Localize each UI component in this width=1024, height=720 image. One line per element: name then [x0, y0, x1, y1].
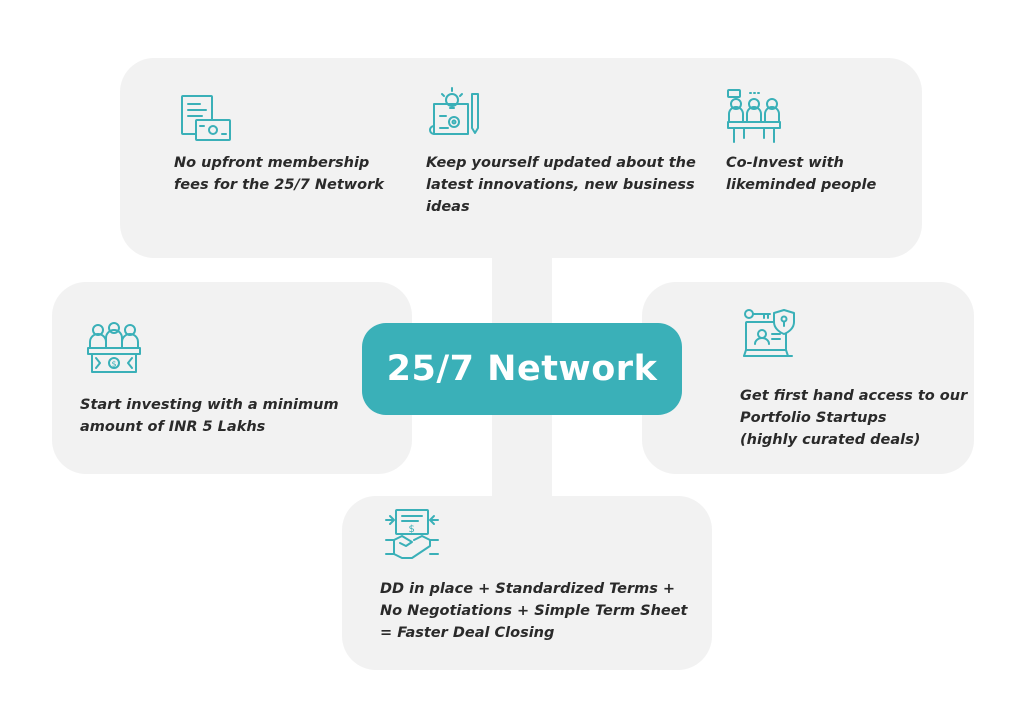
- co-invest-text: Co-Invest with likeminded people: [726, 155, 877, 193]
- minimum-investment-text: Start investing with a minimum amount of…: [80, 397, 339, 435]
- svg-text:$: $: [409, 524, 415, 535]
- svg-text:$: $: [112, 360, 117, 369]
- handshake-deal-icon: $: [384, 508, 440, 564]
- co-invest-meeting-icon: [726, 88, 782, 144]
- bottom-benefit-box: [342, 496, 712, 670]
- center-title: 25/7 Network: [386, 349, 658, 389]
- investors-money-icon: $: [86, 322, 142, 378]
- innovation-blueprint-icon: [428, 86, 484, 142]
- secure-access-icon: [742, 308, 798, 364]
- portfolio-access-text: Get first hand access to our Portfolio S…: [740, 388, 968, 448]
- deal-closing-text: DD in place + Standardized Terms + No Ne…: [380, 581, 688, 641]
- top-benefits-box: [120, 58, 922, 258]
- membership-fee-icon: [178, 92, 234, 148]
- center-title-box: 25/7 Network: [362, 323, 682, 415]
- right-benefit-box: [642, 282, 974, 474]
- innovation-text: Keep yourself updated about the latest i…: [426, 155, 696, 215]
- membership-fee-text: No upfront membership fees for the 25/7 …: [174, 155, 384, 193]
- left-benefit-box: [52, 282, 412, 474]
